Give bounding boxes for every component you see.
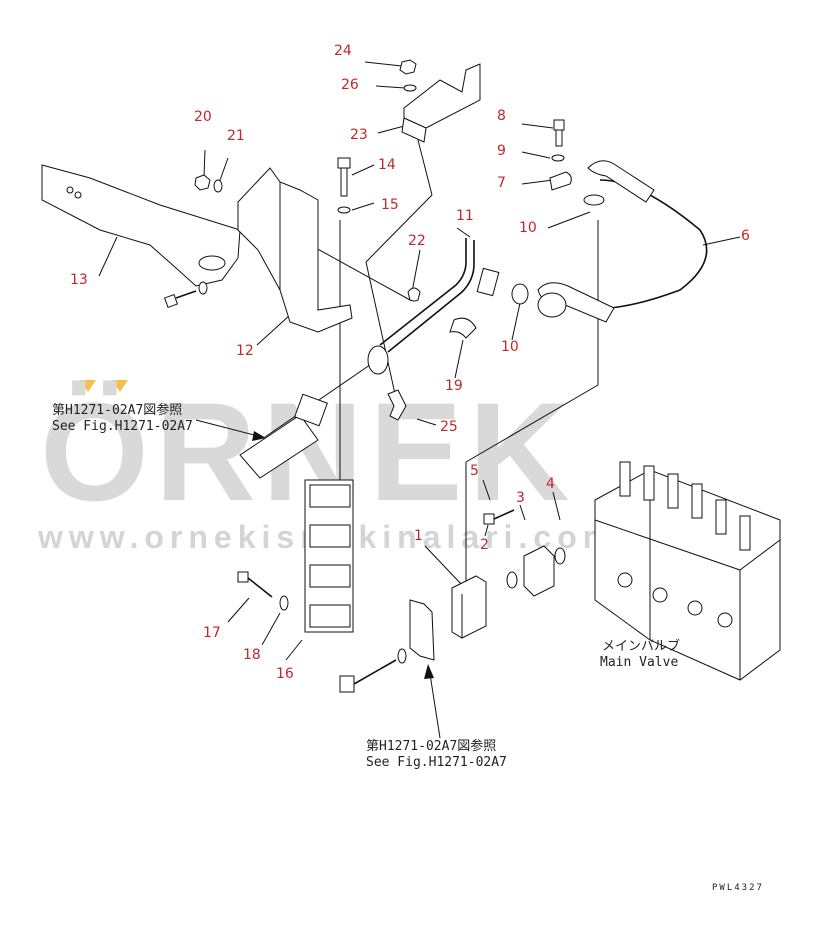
label-part-12: 12 bbox=[236, 343, 254, 359]
reference-top-jp: 第H1271-02A7図参照 bbox=[52, 402, 182, 418]
label-part-4: 4 bbox=[546, 476, 555, 492]
label-part-23: 23 bbox=[350, 127, 368, 143]
reference-text: 第H1271-02A7図参照 See Fig.H1271-02A7 第H1271… bbox=[52, 402, 764, 893]
referenced-plate bbox=[339, 599, 435, 693]
part-3-plate bbox=[523, 545, 555, 597]
label-part-3: 3 bbox=[516, 490, 525, 506]
part-13-arm bbox=[41, 164, 241, 287]
part-21-washer bbox=[213, 179, 223, 193]
reference-top-en: See Fig.H1271-02A7 bbox=[52, 419, 193, 434]
label-part-17: 17 bbox=[203, 625, 221, 641]
part-10-oring-a bbox=[583, 194, 605, 206]
part-24-fitting bbox=[387, 389, 407, 421]
part-labels: 24 26 23 20 21 14 15 8 9 7 10 6 11 22 13… bbox=[70, 43, 750, 682]
label-part-14: 14 bbox=[378, 157, 396, 173]
part-26-washer bbox=[403, 84, 417, 92]
label-part-10b: 10 bbox=[501, 339, 519, 355]
watermark-accent-right bbox=[112, 380, 128, 392]
drawing-code: PWL4327 bbox=[712, 883, 764, 893]
part-20-nut bbox=[194, 174, 211, 191]
reference-arrow-top bbox=[195, 419, 266, 441]
label-part-25: 24 bbox=[334, 43, 352, 59]
main-valve bbox=[594, 461, 781, 681]
main-valve-label-en: Main Valve bbox=[600, 655, 678, 670]
label-part-24: 25 bbox=[440, 419, 458, 435]
part-18-washer bbox=[279, 595, 289, 611]
part-2-oring bbox=[506, 571, 518, 589]
label-part-22: 22 bbox=[408, 233, 426, 249]
part-19-fitting bbox=[449, 317, 477, 339]
label-part-15: 15 bbox=[381, 197, 399, 213]
part-7-clamp bbox=[549, 171, 572, 191]
part-5-bolt bbox=[483, 509, 515, 525]
label-part-9: 9 bbox=[497, 143, 506, 159]
part-8-bolt bbox=[553, 119, 565, 147]
part-12-bracket bbox=[237, 167, 353, 333]
part-23-bracket bbox=[401, 63, 481, 143]
reference-arrow-bottom bbox=[424, 664, 441, 739]
reference-bottom-en: See Fig.H1271-02A7 bbox=[366, 755, 507, 770]
label-part-1: 1 bbox=[414, 528, 423, 544]
part-17-bolt bbox=[237, 571, 273, 598]
part-14-bolt bbox=[337, 157, 351, 197]
label-part-11: 11 bbox=[456, 208, 474, 224]
part-13-bolt bbox=[163, 281, 208, 309]
part-6-hose bbox=[537, 160, 708, 323]
part-22-clip bbox=[407, 287, 421, 302]
part-10-oring-b bbox=[511, 283, 529, 305]
part-4-oring bbox=[554, 547, 566, 565]
label-part-7: 7 bbox=[497, 175, 506, 191]
reference-bottom-jp: 第H1271-02A7図参照 bbox=[366, 738, 496, 754]
label-part-5: 5 bbox=[470, 463, 479, 479]
main-valve-label-jp: メインバルブ bbox=[602, 638, 680, 654]
label-part-8: 8 bbox=[497, 108, 506, 124]
referenced-cylinder bbox=[239, 393, 328, 479]
label-part-26: 26 bbox=[341, 77, 359, 93]
label-part-20: 20 bbox=[194, 109, 212, 125]
label-part-21: 21 bbox=[227, 128, 245, 144]
part-9-washer bbox=[551, 154, 565, 162]
label-part-13: 13 bbox=[70, 272, 88, 288]
label-part-16: 16 bbox=[276, 666, 294, 682]
leader-lines bbox=[98, 61, 741, 661]
part-25-nut bbox=[399, 59, 417, 75]
part-15-washer bbox=[337, 206, 351, 214]
label-part-19: 19 bbox=[445, 378, 463, 394]
part-1-block bbox=[451, 575, 487, 639]
label-part-10a: 10 bbox=[519, 220, 537, 236]
label-part-2: 2 bbox=[480, 537, 489, 553]
label-part-6: 6 bbox=[741, 228, 750, 244]
part-16-bracket bbox=[304, 479, 354, 633]
label-part-18: 18 bbox=[243, 647, 261, 663]
part-11-pipe bbox=[367, 238, 500, 375]
watermark-accent-left bbox=[80, 380, 96, 392]
